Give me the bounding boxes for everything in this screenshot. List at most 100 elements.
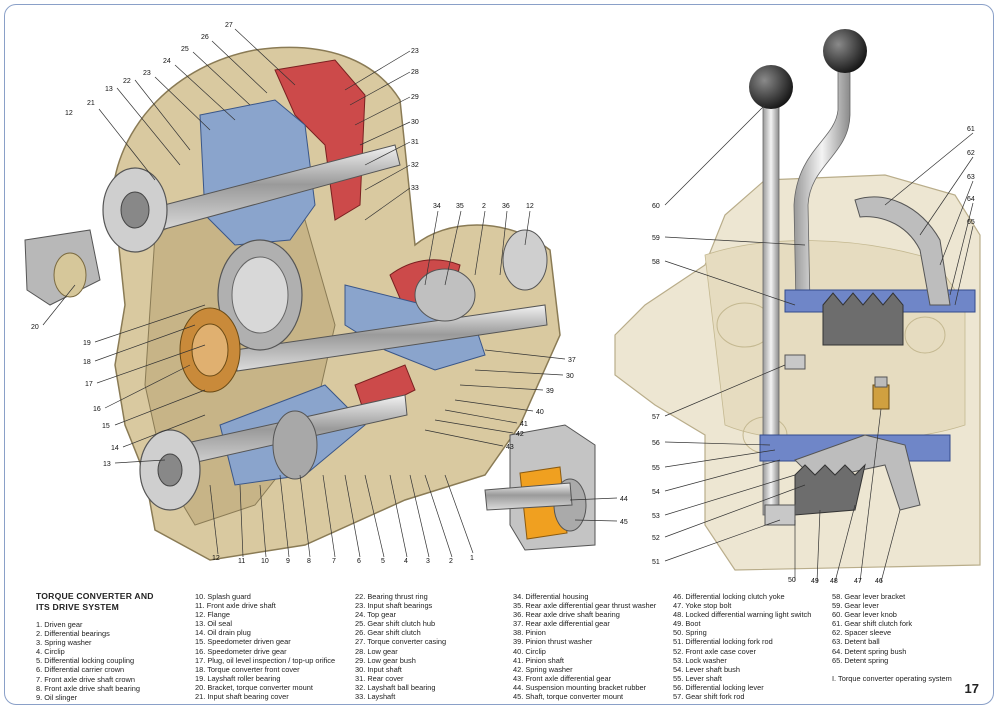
legend-item: 61. Gear shift clutch fork (832, 619, 913, 629)
callout-14: 14 (111, 445, 119, 452)
legend-item: 45. Shaft, torque converter mount (513, 692, 624, 702)
callout-23: 23 (143, 70, 151, 77)
callout-4: 4 (404, 558, 408, 565)
legend-item: 28. Low gear (355, 646, 398, 656)
legend-item: 43. Front axle differential gear (513, 673, 612, 683)
legend-item: 5. Differential locking coupling (36, 656, 135, 666)
legend-item: 63. Detent ball (832, 637, 880, 647)
callout-18: 18 (83, 359, 91, 366)
callout-2: 2 (449, 558, 453, 565)
legend-item: 50. Spring (673, 628, 707, 638)
callout-23b: 23 (411, 48, 419, 55)
legend-item: 15. Speedometer driven gear (195, 637, 291, 647)
callout-9: 9 (286, 558, 290, 565)
callout-61: 61 (967, 126, 975, 133)
legend-item: 9. Oil slinger (36, 692, 78, 702)
legend-item: 7. Front axle drive shaft crown (36, 674, 135, 684)
callout-15: 15 (102, 423, 110, 430)
legend-title: TORQUE CONVERTER AND ITS DRIVE SYSTEM (36, 591, 154, 612)
operating-system-assembly (614, 29, 981, 571)
legend-item: 54. Lever shaft bush (673, 664, 740, 674)
legend-item: 32. Layshaft ball bearing (355, 682, 436, 692)
callout-5: 5 (381, 558, 385, 565)
page-frame: 1 2 3 4 5 6 7 8 9 10 11 12 13 14 15 16 1… (4, 4, 994, 705)
legend-item: 31. Rear cover (355, 673, 404, 683)
callout-37: 37 (568, 357, 576, 364)
callout-59: 59 (652, 235, 660, 242)
callout-33: 33 (411, 185, 419, 192)
legend-item: 2. Differential bearings (36, 629, 110, 639)
legend-item: 47. Yoke stop bolt (673, 601, 732, 611)
callout-34: 34 (433, 203, 441, 210)
callout-48: 48 (830, 578, 838, 585)
legend-item: 55. Lever shaft (673, 673, 722, 683)
callout-55: 55 (652, 465, 660, 472)
callout-65: 65 (967, 219, 975, 226)
callout-6: 6 (357, 558, 361, 565)
callout-7: 7 (332, 558, 336, 565)
callout-27: 27 (225, 22, 233, 29)
callout-51: 51 (652, 559, 660, 566)
callout-29: 29 (411, 94, 419, 101)
callout-17: 17 (85, 381, 93, 388)
callout-21: 21 (87, 100, 95, 107)
callout-19: 19 (83, 340, 91, 347)
legend-item: 11. Front axle drive shaft (195, 601, 276, 611)
legend-item: 46. Differential locking clutch yoke (673, 592, 785, 601)
callout-46: 46 (875, 578, 883, 585)
legend-item: 3. Spring washer (36, 638, 92, 648)
legend-item: 33. Layshaft (355, 692, 396, 702)
callout-2b: 2 (482, 203, 486, 210)
legend-item: 21. Input shaft bearing cover (195, 692, 289, 702)
legend-item: 8. Front axle drive shaft bearing (36, 683, 140, 693)
callout-39: 39 (546, 388, 554, 395)
callout-40: 40 (536, 409, 544, 416)
legend-item: I. Torque converter operating system (832, 673, 952, 683)
legend-item: 20. Bracket, torque converter mount (195, 682, 313, 692)
callout-25: 25 (181, 46, 189, 53)
legend-item: 1. Driven gear (36, 620, 83, 629)
legend-item: 62. Spacer sleeve (832, 628, 892, 638)
callout-52: 52 (652, 535, 660, 542)
callout-24: 24 (163, 58, 171, 65)
callout-35: 35 (456, 203, 464, 210)
callout-53: 53 (652, 513, 660, 520)
callout-54: 54 (652, 489, 660, 496)
callout-30b: 30 (566, 373, 574, 380)
legend-item: 40. Circlip (513, 646, 546, 656)
legend-item: 64. Detent spring bush (832, 646, 907, 656)
legend-item: 59. Gear lever (832, 601, 879, 611)
legend-item: 12. Flange (195, 610, 230, 620)
legend-item: 37. Rear axle differential gear (513, 619, 610, 629)
legend-item: 25. Gear shift clutch hub (355, 619, 436, 629)
callout-60: 60 (652, 203, 660, 210)
legend-item: 17. Plug, oil level inspection / top-up … (195, 655, 336, 665)
legend-item: 22. Bearing thrust ring (355, 592, 428, 601)
callout-43: 43 (506, 444, 514, 451)
legend-item: 10. Splash guard (195, 592, 251, 601)
legend-item: 41. Pinion shaft (513, 655, 564, 665)
illustration: 1 2 3 4 5 6 7 8 9 10 11 12 13 14 15 16 1… (24, 22, 981, 585)
callout-32: 32 (411, 162, 419, 169)
legend-item: 56. Differential locking lever (673, 682, 764, 692)
callout-42: 42 (516, 431, 524, 438)
callout-28: 28 (411, 69, 419, 76)
legend-item: 18. Torque converter front cover (195, 664, 300, 674)
legend-item: 42. Spring washer (513, 664, 573, 674)
legend-item: 57. Gear shift fork rod (673, 692, 745, 702)
legend-item: 24. Top gear (355, 610, 396, 620)
callout-50: 50 (788, 577, 796, 584)
callout-16: 16 (93, 406, 101, 413)
legend-item: 65. Detent spring (832, 655, 889, 665)
callout-36: 36 (502, 203, 510, 210)
legend-item: 35. Rear axle differential gear thrust w… (513, 601, 657, 611)
legend-item: 36. Rear axle drive shaft bearing (513, 610, 620, 620)
callout-62: 62 (967, 150, 975, 157)
torque-converter-cutaway (24, 46, 596, 561)
callout-10: 10 (261, 558, 269, 565)
legend-item: 52. Front axle case cover (673, 646, 756, 656)
callout-58: 58 (652, 259, 660, 266)
